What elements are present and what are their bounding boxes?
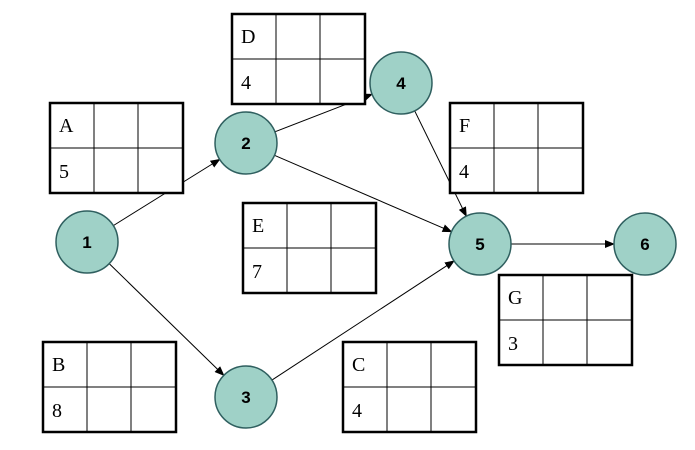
node-circle [55,210,119,274]
activity-name: A [59,115,74,137]
activity-duration: 4 [241,72,251,94]
node-circle [214,365,278,429]
activity-box-f: F4 [448,101,585,195]
node-circle [448,212,512,276]
activity-duration: 5 [59,161,69,183]
node-2: 2 [214,111,278,175]
node-6: 6 [613,212,677,276]
arrow-2-to-5 [274,154,453,233]
activity-name: F [459,115,470,137]
activity-duration: 4 [459,161,469,183]
node-label: 5 [475,235,484,254]
node-3: 3 [214,365,278,429]
node-label: 1 [82,233,91,252]
activity-box-c: C4 [341,340,478,434]
node-circle [369,51,433,115]
activity-box-g: G3 [497,273,634,367]
node-4: 4 [369,51,433,115]
edges-layer [108,93,615,381]
activity-duration: 8 [52,400,62,422]
activity-name: E [252,215,264,237]
activity-duration: 4 [352,400,362,422]
activity-box-a: A5 [48,101,185,195]
node-label: 4 [396,74,406,93]
activity-box-b: B8 [41,340,178,434]
node-5: 5 [448,212,512,276]
node-1: 1 [55,210,119,274]
node-circle [214,111,278,175]
node-label: 6 [640,235,649,254]
activity-name: D [241,26,255,48]
activity-box-d: D4 [230,12,367,106]
activity-box-e: E7 [241,201,378,295]
activity-name: C [352,354,365,376]
activity-name: B [52,354,65,376]
arrow-3-to-5 [271,260,455,381]
activity-duration: 3 [508,333,518,355]
activity-name: G [508,287,522,309]
node-circle [613,212,677,276]
nodes-layer: 1 2 3 4 5 6 [55,51,677,429]
node-label: 3 [241,388,250,407]
arrow-4-to-5 [414,110,467,218]
activity-duration: 7 [252,261,262,283]
node-label: 2 [241,134,250,153]
arrow-1-to-3 [108,263,225,377]
